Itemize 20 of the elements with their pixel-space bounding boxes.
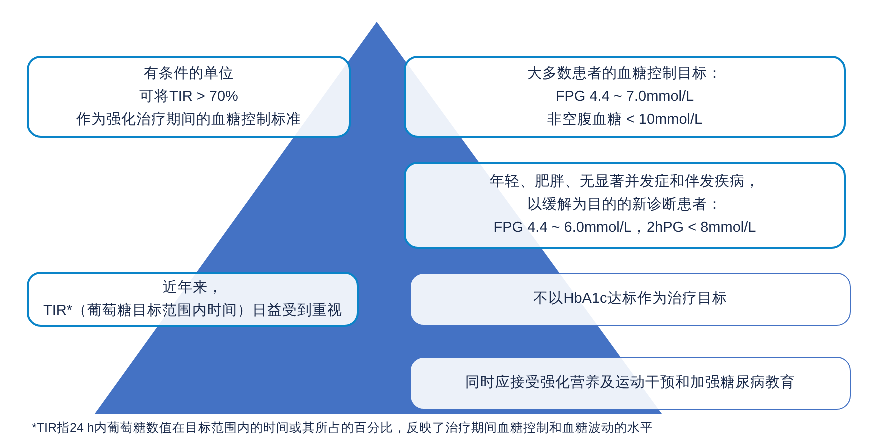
text-box <box>404 162 846 249</box>
box-text: FPG 4.4 ~ 7.0mmol/L <box>556 88 694 106</box>
text-box <box>27 56 351 138</box>
box-text: 大多数患者的血糖控制目标： <box>528 64 722 84</box>
text-box <box>410 357 851 410</box>
text-box <box>404 56 846 138</box>
box-text: 可将TIR > 70% <box>140 88 238 106</box>
text-box <box>410 273 851 326</box>
box-text: 有条件的单位 <box>144 64 234 84</box>
box-text: 以缓解为目的的新诊断患者： <box>528 196 722 215</box>
box-text: 近年来， <box>163 278 223 298</box>
box-text: 不以HbA1c达标作为治疗目标 <box>534 290 728 309</box>
box-text: FPG 4.4 ~ 6.0mmol/L，2hPG < 8mmol/L <box>494 219 756 238</box>
box-text: 作为强化治疗期间的血糖控制标准 <box>76 110 302 130</box>
box-text: 非空腹血糖 < 10mmol/L <box>547 110 703 130</box>
box-text: 同时应接受强化营养及运动干预和加强糖尿病教育 <box>466 374 796 393</box>
box-text: TIR*（葡萄糖目标范围内时间）日益受到重视 <box>44 302 342 320</box>
footnote: *TIR指24 h内葡萄糖数值在目标范围内的时间或其所占的百分比，反映了治疗期间血糖控制和血糖波动的水平 <box>32 420 654 437</box>
box-text: 年轻、肥胖、无显著并发症和伴发疾病， <box>490 173 760 192</box>
text-box <box>27 272 359 327</box>
